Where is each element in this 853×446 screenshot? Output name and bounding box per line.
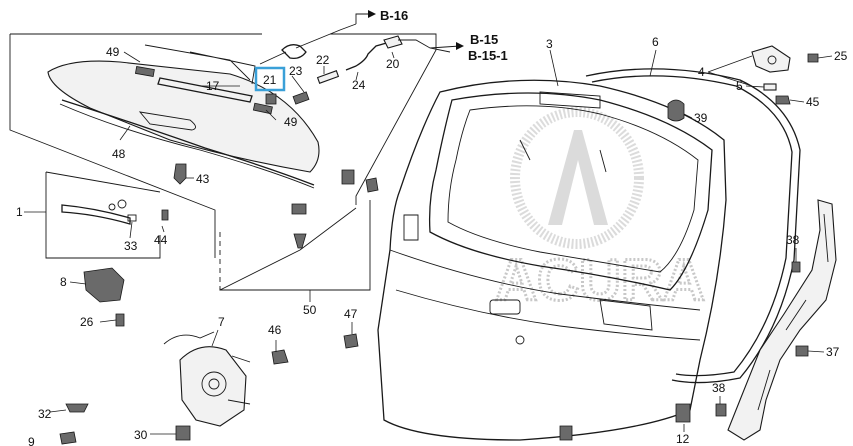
callout-49a[interactable]: 49	[106, 45, 120, 59]
callout-26[interactable]: 26	[80, 315, 94, 329]
callout-7[interactable]: 7	[218, 315, 225, 329]
callout-39[interactable]: 39	[694, 111, 708, 125]
callout-6[interactable]: 6	[652, 35, 659, 49]
callout-38a[interactable]: 38	[786, 233, 800, 247]
callout-45[interactable]: 45	[806, 95, 820, 109]
callout-46[interactable]: 46	[268, 323, 282, 337]
brake-light-connector	[259, 23, 357, 105]
callout-23[interactable]: 23	[289, 64, 303, 78]
tailgate-hinge	[751, 45, 791, 91]
callout-1[interactable]: 1	[16, 205, 23, 219]
callouts: 49 17 21 23 22 20 24 49 48 43 1 33 44 8 …	[16, 35, 848, 446]
ref-b15-1[interactable]: B-15-1	[468, 48, 508, 63]
acura-logo-icon	[510, 107, 644, 249]
callout-17[interactable]: 17	[206, 79, 220, 93]
callout-5[interactable]: 5	[736, 79, 743, 93]
washer-tube	[345, 35, 451, 71]
watermark-text: ACURA	[495, 248, 704, 313]
callout-21[interactable]: 21	[263, 73, 277, 87]
ref-b16[interactable]: B-16	[380, 8, 408, 23]
fasteners	[59, 53, 819, 445]
callout-33[interactable]: 33	[124, 239, 138, 253]
tailgate-latch	[163, 331, 251, 427]
spoiler-group-outline	[9, 33, 437, 291]
callout-8[interactable]: 8	[60, 275, 67, 289]
side-trim-right	[727, 199, 837, 441]
callout-47[interactable]: 47	[344, 307, 358, 321]
callout-30[interactable]: 30	[134, 428, 148, 442]
callout-38b[interactable]: 38	[712, 381, 726, 395]
weatherstrip	[585, 68, 801, 384]
callout-9[interactable]: 9	[28, 435, 35, 446]
ref-b15[interactable]: B-15	[470, 32, 498, 47]
callout-22[interactable]: 22	[316, 53, 330, 67]
highlight-box-21	[254, 66, 286, 92]
latch-switch	[83, 267, 125, 303]
callout-50[interactable]: 50	[303, 303, 317, 317]
callout-43[interactable]: 43	[196, 172, 210, 186]
callout-32[interactable]: 32	[38, 407, 52, 421]
callout-20[interactable]: 20	[386, 57, 400, 71]
callout-12[interactable]: 12	[676, 432, 690, 446]
callout-4[interactable]: 4	[698, 65, 705, 79]
tailgate	[377, 79, 727, 441]
callout-25[interactable]: 25	[834, 49, 848, 63]
callout-48[interactable]: 48	[112, 147, 126, 161]
callout-3[interactable]: 3	[546, 37, 553, 51]
callout-37[interactable]: 37	[826, 345, 840, 359]
rear-spoiler	[47, 44, 320, 189]
side-strip-box	[45, 171, 161, 259]
ref-arrows	[355, 10, 464, 50]
callout-44[interactable]: 44	[154, 233, 168, 247]
callout-49b[interactable]: 49	[284, 115, 298, 129]
callout-24[interactable]: 24	[352, 78, 366, 92]
leader-lines	[24, 49, 833, 435]
